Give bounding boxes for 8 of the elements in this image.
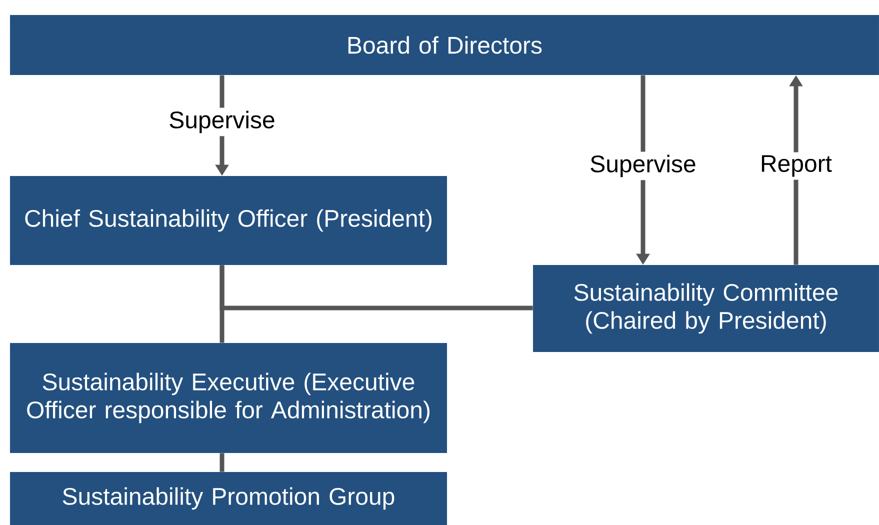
edge-label: Supervise: [166, 108, 278, 136]
org-box: Sustainability Promotion Group: [10, 472, 447, 525]
edge-label: Report: [756, 152, 836, 180]
org-box: Board of Directors: [10, 15, 879, 75]
org-box: Sustainability Committee (Chaired by President): [533, 265, 879, 352]
org-box: Chief Sustainability Officer (President): [10, 176, 447, 265]
edge-label: Supervise: [586, 152, 700, 180]
org-box: Sustainability Executive (Executive Officer responsible for Administration): [10, 343, 447, 453]
